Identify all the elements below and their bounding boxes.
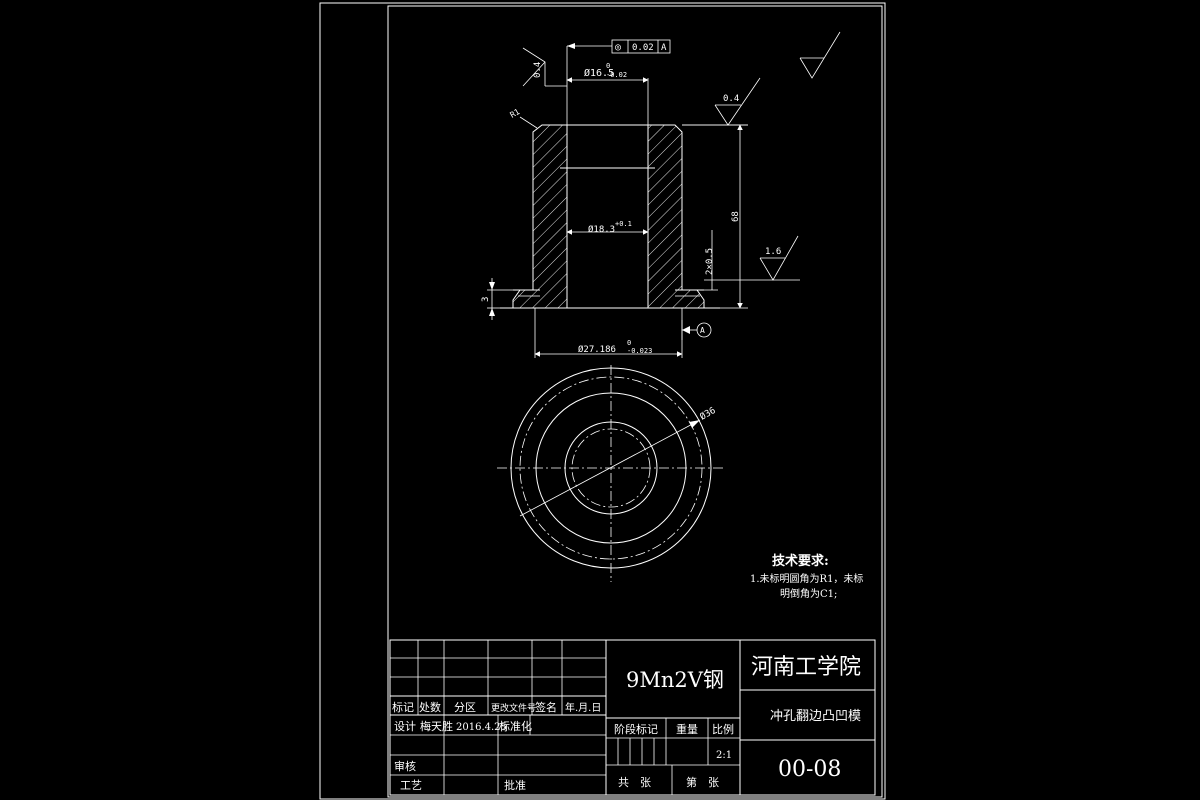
datum-marker: A	[681, 320, 712, 340]
process-label: 工艺	[400, 779, 422, 792]
title-block: 标记 处数 分区 更改文件号 签名 年.月.日 设计 梅天胜 2016.4.25…	[389, 639, 876, 796]
total-sheets-label: 共 张	[618, 776, 651, 789]
concentricity-symbol: ◎	[615, 42, 621, 53]
section-view: Ø16.5 0 -0.02 ◎ 0.02 A 0.4 R1	[481, 31, 841, 358]
design-date: 2016.4.25	[456, 722, 507, 733]
institution-name: 河南工学院	[751, 655, 861, 680]
top-bore-dim: Ø16.5	[584, 67, 614, 79]
weight-label: 重量	[676, 722, 698, 736]
roughness-top-value: 0.4	[723, 94, 739, 104]
tolerance-value: 0.02	[632, 43, 654, 53]
inner-frame	[387, 5, 883, 798]
outer-diameter-dim: Ø27.186	[578, 344, 616, 355]
roughness-left-value: 0.4	[533, 62, 543, 78]
standardization-label: 标准化	[499, 719, 532, 733]
chamfer-dim: 2×0.5	[705, 248, 715, 275]
tech-req-line2: 明倒角为C1;	[780, 588, 837, 600]
roughness-side: 1.6	[704, 235, 800, 281]
sheet-no-label: 第 张	[686, 775, 719, 789]
datum-marker-label: A	[700, 326, 705, 335]
roughness-general	[799, 31, 841, 79]
circle-diameter-dim: Ø36	[698, 405, 718, 423]
top-bore-tol-upper: 0	[606, 62, 610, 70]
header-signature: 签名	[535, 700, 557, 714]
top-bore-tol-lower: -0.02	[606, 71, 627, 79]
roughness-side-value: 1.6	[765, 247, 781, 257]
inner-bore-dim: Ø18.3	[588, 224, 615, 235]
review-label: 审核	[394, 759, 416, 773]
header-zone: 分区	[454, 701, 476, 714]
outer-tol-lower: -0.023	[627, 347, 652, 355]
stage-mark-label: 阶段标记	[614, 722, 658, 736]
header-date: 年.月.日	[565, 701, 601, 714]
header-mark: 标记	[392, 700, 414, 714]
tech-req-title: 技术要求:	[772, 553, 829, 569]
outer-tol-upper: 0	[627, 339, 631, 347]
radius-label: R1	[509, 107, 522, 120]
right-wall-section	[647, 124, 705, 309]
roughness-left: 0.4	[522, 47, 567, 87]
part-name: 冲孔翻边凸凹模	[770, 709, 861, 724]
tech-req-line1: 1.未标明圆角为R1，未标	[750, 573, 863, 585]
tolerance-frame: ◎ 0.02 A	[611, 39, 671, 54]
material-label: 9Mn2V钢	[626, 668, 724, 692]
design-label: 设计	[394, 720, 416, 733]
inner-bore-tol: +0.1	[615, 220, 632, 228]
roughness-top: 0.4	[682, 77, 761, 126]
header-change-doc: 更改文件号	[491, 702, 536, 714]
scale-label: 比例	[712, 722, 734, 736]
left-wall-section	[512, 124, 568, 309]
step-dim: 3	[481, 297, 491, 302]
drawing-number: 00-08	[778, 757, 841, 782]
plan-view: Ø36	[497, 365, 725, 582]
designer-name: 梅天胜	[420, 719, 453, 733]
tech-requirements: 技术要求: 1.未标明圆角为R1，未标 明倒角为C1;	[750, 553, 863, 600]
approve-label: 批准	[504, 778, 526, 792]
tolerance-datum: A	[661, 43, 667, 53]
outer-frame	[319, 2, 886, 800]
scale-value: 2:1	[716, 750, 732, 761]
height-dim: 68	[731, 211, 741, 222]
header-count: 处数	[419, 701, 441, 714]
